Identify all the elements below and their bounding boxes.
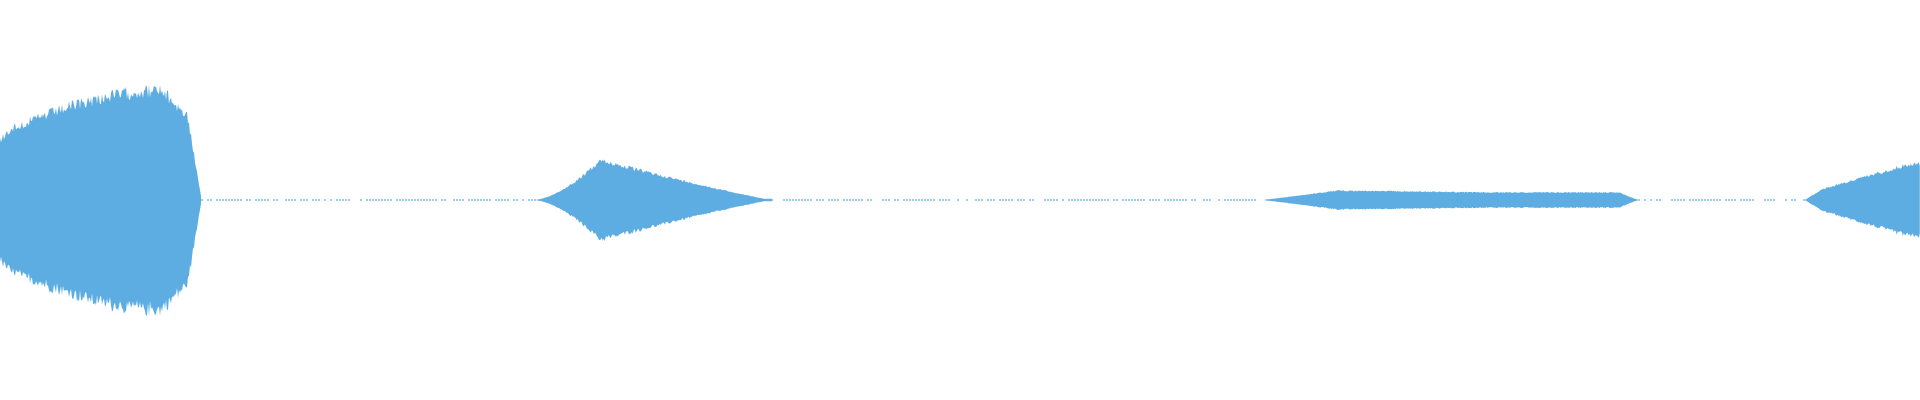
waveform-burst-4 [1804,162,1920,238]
waveform-burst-3 [1263,190,1638,210]
waveform-burst-2 [533,159,772,242]
waveform-burst-1 [0,84,201,317]
waveform-bursts [0,84,1920,317]
